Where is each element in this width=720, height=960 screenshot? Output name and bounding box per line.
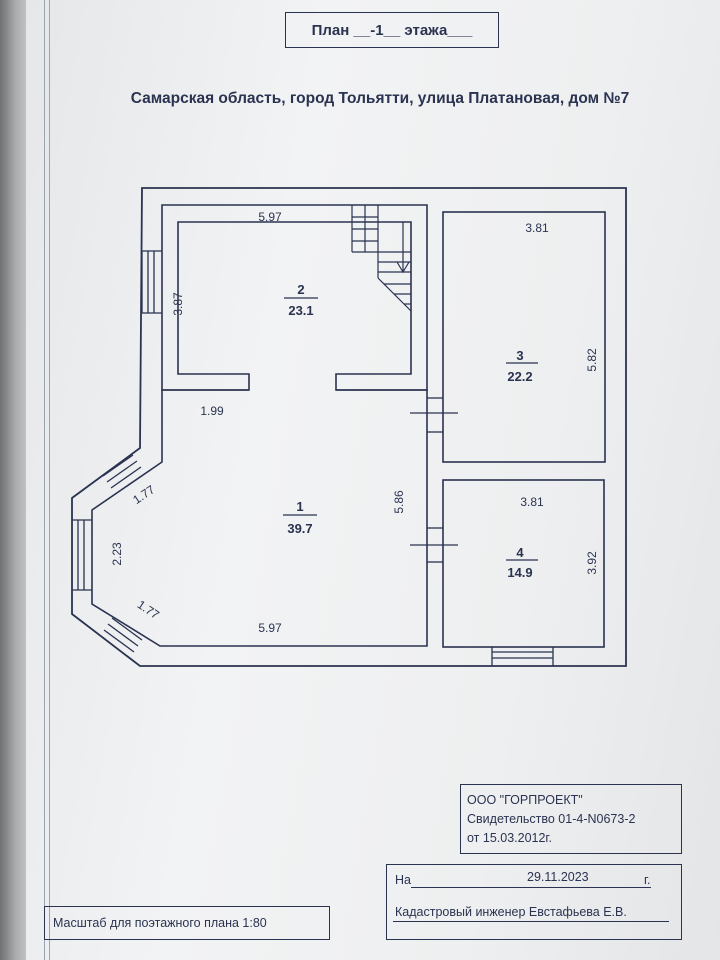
- dim-room3-top: 3.81: [525, 221, 549, 235]
- dim-room1-bottom: 5.97: [258, 621, 282, 635]
- name-underline: [393, 921, 669, 922]
- room-4-area: 14.9: [507, 565, 532, 580]
- room-1-area: 39.7: [287, 521, 312, 536]
- window-bottom: [491, 647, 554, 666]
- margin-line: [49, 0, 50, 960]
- company-cert-date: от 15.03.2012г.: [467, 831, 552, 845]
- room-1-number: 1: [296, 499, 303, 514]
- door-room-3: [410, 397, 458, 433]
- scale-text: Масштаб для поэтажного плана 1:80: [53, 916, 267, 930]
- room-4-number: 4: [516, 545, 524, 560]
- window-bay-side: [72, 519, 92, 591]
- dim-room1-right: 5.86: [392, 490, 406, 514]
- room-2-area: 23.1: [288, 303, 313, 318]
- binder-edge: [0, 0, 26, 960]
- window-left: [141, 250, 162, 314]
- room-3-number: 3: [516, 348, 523, 363]
- signature-date: 29.11.2023: [527, 870, 589, 884]
- title-prefix: План __: [311, 21, 371, 39]
- dim-room3-right: 5.82: [585, 348, 599, 372]
- signature-year-suffix: г.: [644, 873, 651, 887]
- company-certificate: Свидетельство 01-4-N0673-2: [467, 812, 636, 826]
- signature-na: На: [395, 873, 411, 887]
- room-3-wall: [442, 211, 606, 463]
- plan-title: План __-1__ этажа___: [285, 12, 499, 48]
- dim-room2-left: 3.87: [171, 292, 185, 316]
- dim-room1-gap: 1.99: [200, 404, 224, 418]
- company-stamp: ООО "ГОРПРОЕКТ" Свидетельство 01-4-N0673…: [460, 784, 682, 854]
- room-2-number: 2: [297, 282, 304, 297]
- scale-note: Масштаб для поэтажного плана 1:80: [44, 906, 330, 940]
- margin-line: [44, 0, 45, 960]
- dim-room2-top: 5.97: [258, 210, 282, 224]
- signature-box: На 29.11.2023 г. Кадастровый инженер Евс…: [386, 864, 682, 940]
- room-3-area: 22.2: [507, 369, 532, 384]
- room-4-wall: [442, 479, 605, 648]
- dim-room4-right: 3.92: [585, 551, 599, 575]
- room-2-wall: [161, 204, 428, 391]
- engineer-name: Кадастровый инженер Евстафьева Е.В.: [395, 905, 627, 919]
- room-1-wall: [91, 389, 428, 647]
- window-bay-upper: [102, 454, 142, 489]
- outer-wall: [71, 187, 627, 667]
- address: Самарская область, город Тольятти, улица…: [130, 90, 630, 107]
- dim-bay-upper: 1.77: [130, 482, 157, 507]
- window-bay-lower: [103, 617, 143, 653]
- dim-room4-top: 3.81: [520, 495, 544, 509]
- date-underline: [411, 887, 651, 888]
- company-name: ООО "ГОРПРОЕКТ": [467, 793, 583, 807]
- dim-bay-lower: 1.77: [135, 597, 162, 622]
- dim-bay-side: 2.23: [110, 542, 124, 566]
- title-suffix: __ этажа___: [383, 21, 473, 39]
- title-floor: -1: [370, 21, 384, 39]
- staircase: [351, 205, 412, 312]
- door-room-4: [410, 527, 458, 563]
